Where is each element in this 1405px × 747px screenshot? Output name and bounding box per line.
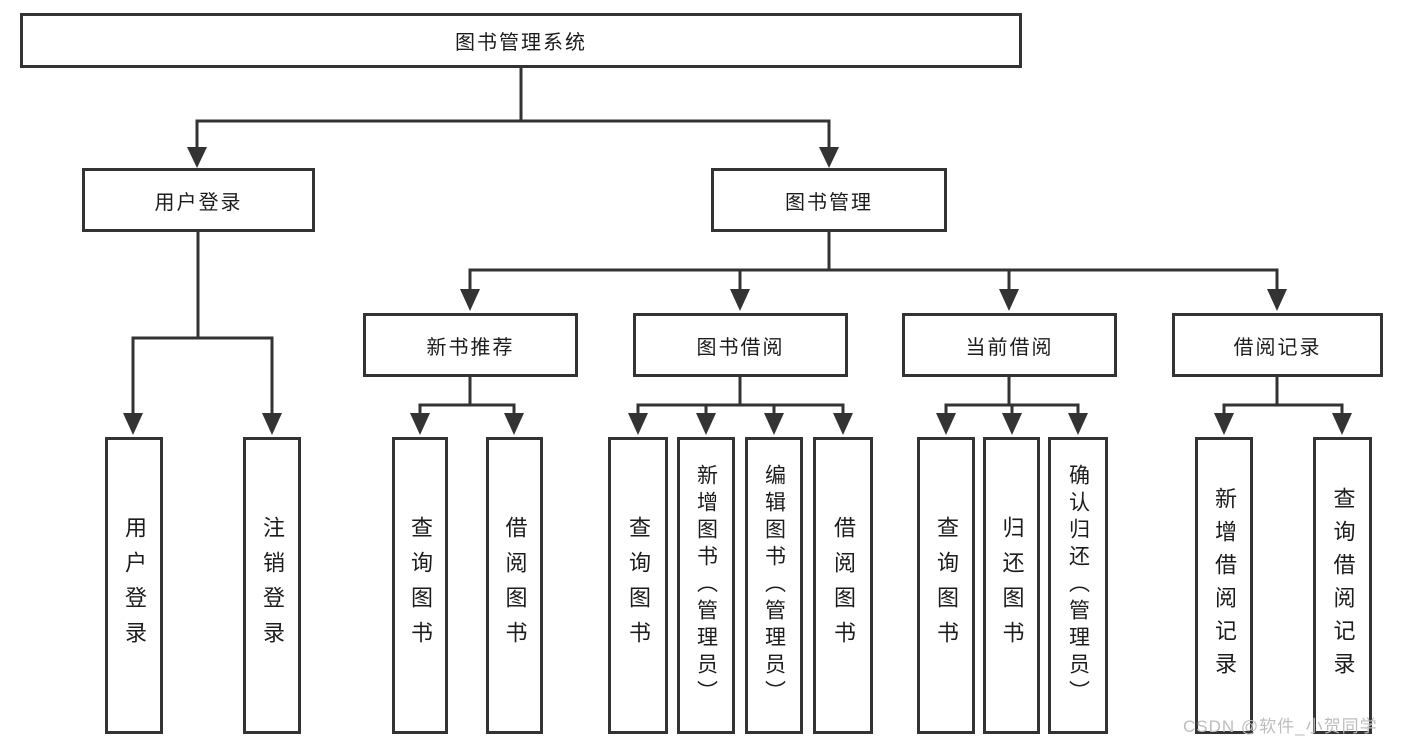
- node-user-login: 用户登录: [82, 168, 315, 232]
- leaf-add-borrow-record-label: 新增借阅记录: [1212, 486, 1237, 685]
- leaf-return-books-label: 归还图书: [999, 515, 1025, 656]
- connector-user-login-branch: [123, 232, 282, 435]
- node-current-borrow: 当前借阅: [902, 313, 1117, 377]
- node-book-borrow-label: 图书借阅: [696, 336, 785, 359]
- connector-borrow-branch: [628, 377, 853, 435]
- leaf-borrow-query-books: 查询图书: [608, 437, 668, 734]
- connector-records-branch: [1214, 377, 1352, 435]
- leaf-user-login: 用户登录: [105, 437, 163, 734]
- node-new-book-recommend: 新书推荐: [363, 313, 578, 377]
- leaf-newbook-query-books: 查询图书: [392, 437, 448, 734]
- connector-current-branch: [936, 377, 1088, 435]
- leaf-newbook-borrow-books: 借阅图书: [486, 437, 543, 734]
- leaf-user-login-label: 用户登录: [122, 515, 147, 656]
- leaf-edit-book-admin-label: 编辑图书（管理员）: [762, 464, 786, 707]
- node-book-management-label: 图书管理: [785, 191, 873, 214]
- node-book-borrow: 图书借阅: [633, 313, 848, 377]
- node-new-book-recommend-label: 新书推荐: [426, 336, 515, 359]
- leaf-add-book-admin: 新增图书（管理员）: [677, 437, 735, 734]
- node-borrow-records-label: 借阅记录: [1233, 336, 1322, 359]
- leaf-add-book-admin-label: 新增图书（管理员）: [694, 464, 718, 707]
- node-user-login-label: 用户登录: [154, 191, 243, 214]
- leaf-newbook-query-books-label: 查询图书: [408, 515, 433, 656]
- node-root: 图书管理系统: [20, 13, 1022, 68]
- node-root-label: 图书管理系统: [455, 32, 587, 54]
- leaf-query-borrow-record: 查询借阅记录: [1313, 437, 1372, 734]
- leaf-logout-label: 注销登录: [260, 515, 285, 656]
- connector-root-to-level2: [187, 68, 839, 168]
- leaf-confirm-return-admin: 确认归还（管理员）: [1048, 437, 1108, 734]
- connector-book-management-branch: [460, 232, 1287, 311]
- leaf-borrow-query-books-label: 查询图书: [626, 515, 651, 656]
- connector-new-book-branch: [410, 377, 524, 435]
- leaf-confirm-return-admin-label: 确认归还（管理员）: [1066, 464, 1090, 707]
- leaf-borrow-borrow-books: 借阅图书: [813, 437, 873, 734]
- leaf-return-books: 归还图书: [983, 437, 1040, 734]
- node-borrow-records: 借阅记录: [1172, 313, 1383, 377]
- leaf-newbook-borrow-books-label: 借阅图书: [502, 515, 528, 656]
- leaf-borrow-borrow-books-label: 借阅图书: [831, 515, 856, 656]
- leaf-current-query-books: 查询图书: [917, 437, 975, 734]
- node-book-management: 图书管理: [711, 168, 947, 232]
- leaf-current-query-books-label: 查询图书: [934, 515, 959, 656]
- leaf-query-borrow-record-label: 查询借阅记录: [1330, 486, 1356, 685]
- node-current-borrow-label: 当前借阅: [965, 336, 1054, 359]
- leaf-add-borrow-record: 新增借阅记录: [1195, 437, 1253, 734]
- csdn-watermark: CSDN @软件_小贺同学: [1183, 717, 1378, 736]
- leaf-logout: 注销登录: [243, 437, 301, 734]
- leaf-edit-book-admin: 编辑图书（管理员）: [745, 437, 803, 734]
